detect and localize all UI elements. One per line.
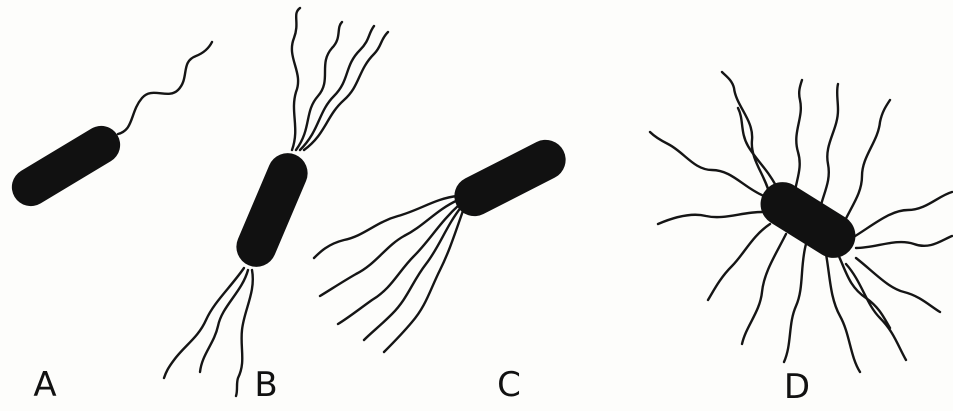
flagellum	[292, 8, 300, 150]
panel-label: A	[33, 365, 56, 405]
bacterium-cell	[230, 147, 314, 273]
panel-label: C	[497, 365, 521, 405]
panel-label: B	[254, 365, 277, 405]
flagellum	[818, 84, 838, 220]
bacterium-cell	[752, 174, 864, 266]
flagellum	[856, 236, 952, 248]
flagellum	[296, 22, 342, 150]
panel-label: D	[784, 367, 810, 407]
flagellum	[722, 72, 770, 196]
flagellum	[658, 212, 762, 224]
flagellum	[852, 192, 952, 238]
panel-b: B	[164, 8, 388, 405]
flagellum	[784, 244, 806, 362]
panel-c: C	[314, 133, 573, 405]
flagellum	[742, 234, 786, 344]
flagellum	[384, 208, 464, 352]
flagellum	[840, 100, 890, 232]
flagellum	[200, 270, 248, 372]
flagellum	[708, 224, 770, 300]
flagellum	[304, 32, 388, 150]
bacterium-cell	[5, 119, 127, 213]
bacterium-cell	[447, 133, 572, 223]
flagellum	[826, 254, 860, 372]
flagellum	[738, 108, 778, 190]
flagellum	[118, 42, 212, 134]
flagellum	[846, 264, 906, 360]
flagellum	[164, 268, 244, 378]
panel-d: D	[650, 72, 952, 407]
flagellum	[300, 26, 374, 150]
